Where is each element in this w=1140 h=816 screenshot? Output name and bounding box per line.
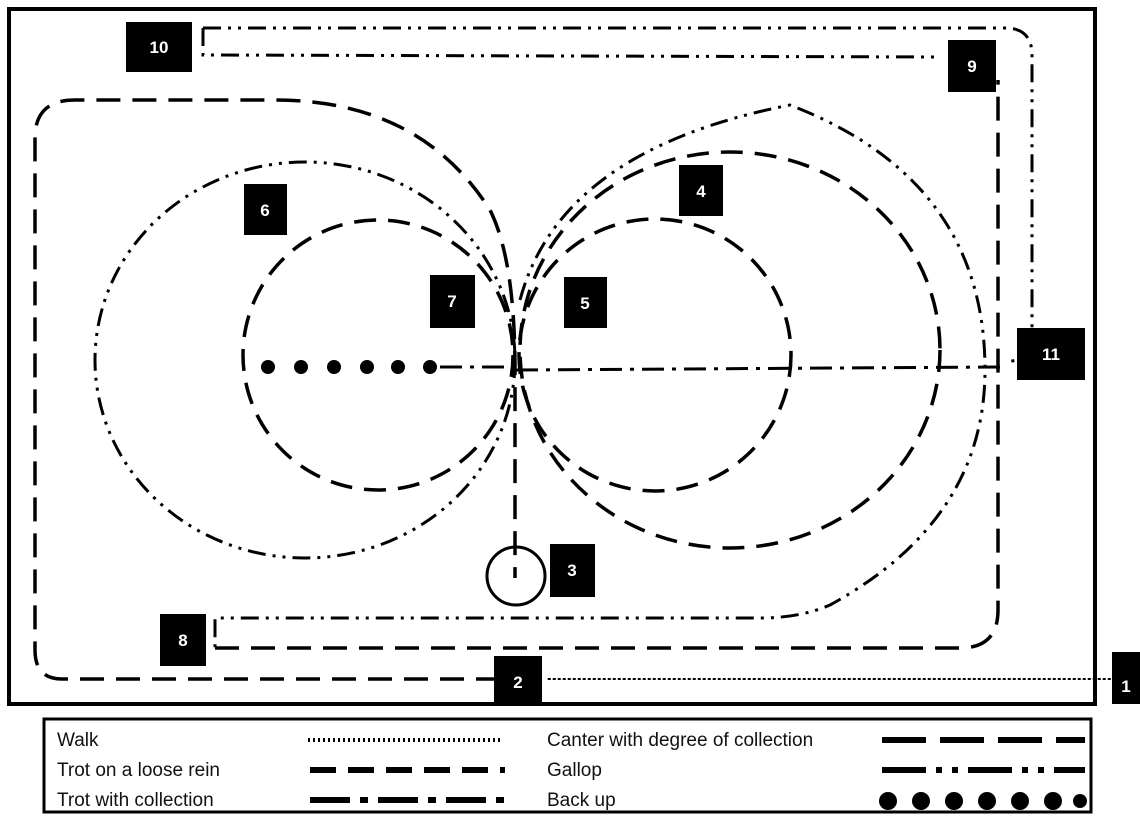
gallop-circle-6 [93,160,517,560]
svg-text:3: 3 [567,561,576,580]
svg-text:2: 2 [513,673,522,692]
legend: Walk Trot on a loose rein Trot with coll… [42,717,1093,814]
gallop-top-path [201,26,1034,364]
legend-box [42,717,1093,814]
arena-border [7,7,1097,706]
legend-walk-label: Walk [57,730,99,751]
svg-text:10: 10 [150,38,169,57]
marker-5: 5 [564,277,607,328]
marker-11: 11 [1017,328,1085,380]
marker-2: 2 [494,656,542,706]
legend-back-up-swatch [879,792,1087,810]
svg-text:5: 5 [580,294,589,313]
trot-collection-path [515,365,1001,372]
svg-text:7: 7 [447,292,456,311]
marker-3: 3 [550,544,595,597]
svg-text:11: 11 [1042,345,1060,364]
svg-text:9: 9 [967,57,976,76]
canter-outer-path [215,80,1000,650]
canter-circle-4 [518,150,942,550]
canter-circle-7 [241,218,515,492]
marker-10: 10 [126,22,192,72]
svg-text:1: 1 [1121,677,1130,696]
back-up-path [261,360,437,374]
svg-text:6: 6 [260,201,269,220]
marker-6: 6 [244,184,287,235]
legend-trot-collection-label: Trot with collection [57,790,214,811]
marker-4: 4 [679,165,723,216]
marker-9: 9 [948,40,996,92]
halt-circle [485,545,547,607]
trot-loose-path [33,98,517,681]
marker-1: 1 [1112,652,1140,704]
marker-8: 8 [160,614,206,666]
legend-back-up-label: Back up [547,790,616,811]
svg-text:4: 4 [696,182,706,201]
legend-trot-loose-label: Trot on a loose rein [57,760,220,781]
canter-circle-5 [517,217,793,493]
legend-canter-label: Canter with degree of collection [547,730,813,751]
svg-text:8: 8 [178,631,187,650]
gallop-path [213,103,987,648]
marker-7: 7 [430,275,475,328]
legend-gallop-label: Gallop [547,760,602,781]
